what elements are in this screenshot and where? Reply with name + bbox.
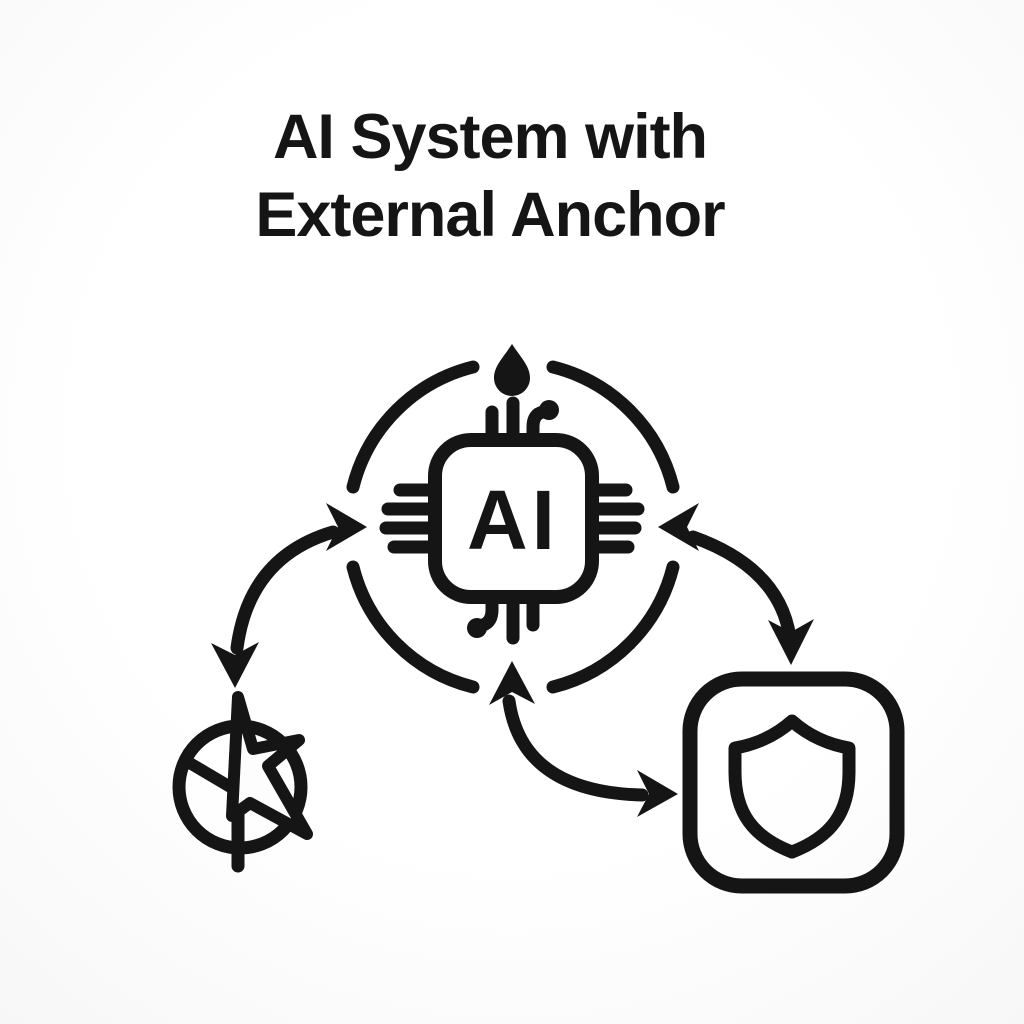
title-line-1: AI System with: [272, 102, 708, 172]
connector-ai-to-shield: [658, 503, 814, 665]
arrowhead-right-icon: [326, 503, 367, 551]
connector-ai-to-anchor: [211, 503, 367, 688]
ai-chip-icon: AI: [379, 396, 645, 645]
ring-arc-ne: [546, 360, 680, 494]
arrowhead-right-icon: [637, 770, 678, 817]
connector-shield-to-ai: [489, 661, 678, 817]
ring-arc-sw: [346, 560, 480, 694]
chip-pins-bottom: [467, 592, 540, 645]
chip-pin-dot: [467, 618, 487, 638]
connector-shaft: [686, 530, 797, 645]
compass-needle: [226, 691, 313, 840]
chip-body: [428, 433, 599, 604]
chip-pin-dot: [539, 400, 559, 420]
ai-chip-label: AI: [467, 473, 559, 567]
shield-icon: [682, 671, 905, 894]
ring-arc-se: [546, 560, 680, 694]
connector-shaft: [502, 694, 649, 802]
compass-chord: [182, 756, 238, 794]
page-title: AI System with External Anchor: [0, 98, 980, 254]
teardrop-marker-icon: [494, 344, 530, 396]
ring-arc-nw: [346, 360, 480, 494]
arrowhead-down-icon: [211, 642, 259, 688]
arrowhead-down-icon: [768, 619, 814, 665]
chip-pins-left: [379, 483, 440, 554]
arrowhead-up-icon: [489, 661, 535, 705]
chip-pins-right: [587, 483, 645, 554]
shield-outline: [728, 714, 856, 859]
chip-pins-top: [485, 396, 559, 445]
connector-shaft: [230, 525, 340, 655]
shield-box: [682, 671, 905, 894]
compass-icon: [172, 691, 313, 873]
title-line-2: External Anchor: [255, 180, 725, 250]
cycle-ring: [346, 344, 680, 694]
arrowhead-left-icon: [658, 503, 699, 551]
